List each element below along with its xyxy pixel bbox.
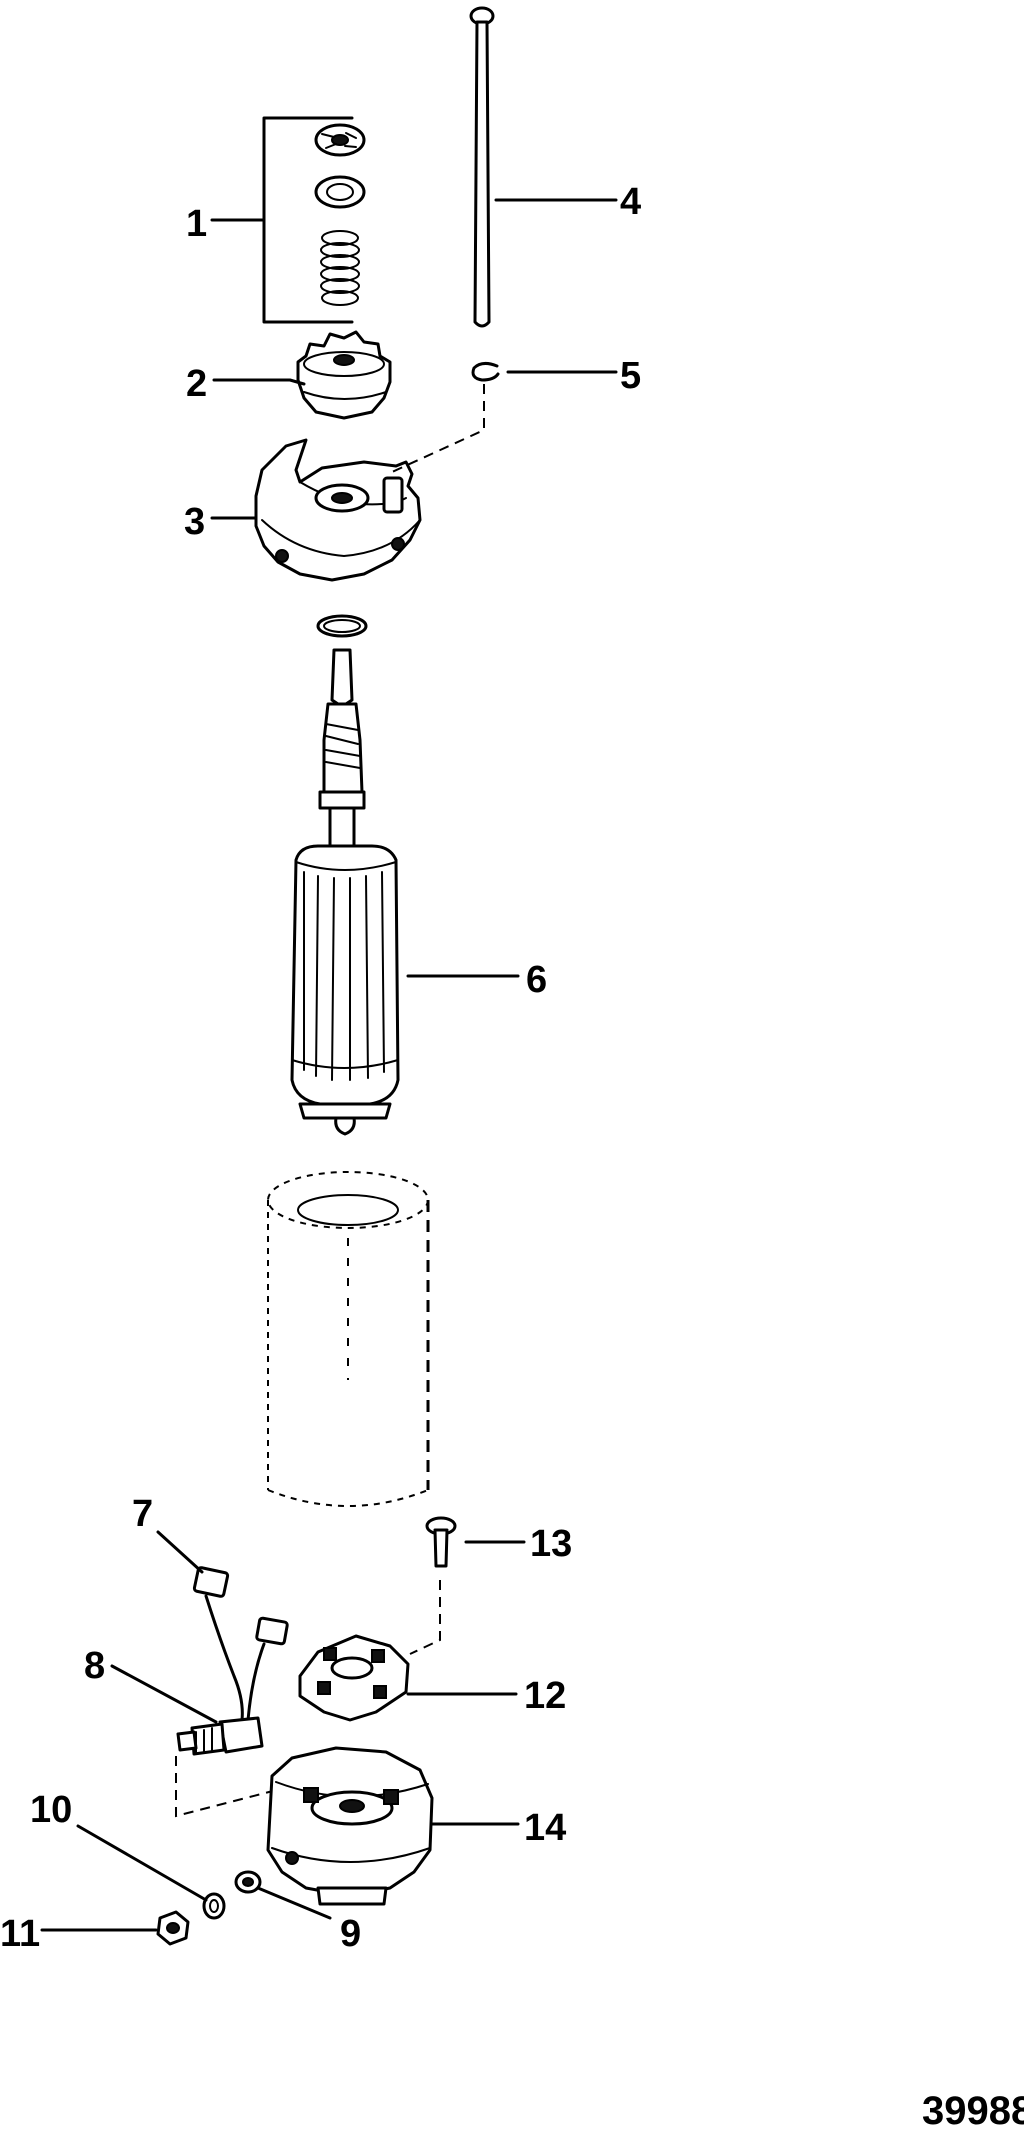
part-13-guide-line (409, 1580, 441, 1655)
callout-13: 13 (530, 1523, 572, 1565)
callout-5: 5 (620, 355, 641, 397)
leader-lines (40, 198, 618, 1932)
part-1-spring (320, 230, 360, 306)
callout-6: 6 (526, 959, 547, 1001)
part-10-lockwasher (202, 1892, 226, 1920)
callout-2: 2 (186, 363, 207, 405)
part-8-terminal (176, 1716, 264, 1756)
leader-2 (212, 378, 306, 386)
part-1-group (262, 116, 366, 324)
part-1-ring (314, 175, 366, 209)
field-housing (267, 1171, 430, 1507)
callout-11: 11 (0, 1913, 40, 1955)
callout-7: 7 (132, 1493, 153, 1535)
parts-7-8-guide-line (175, 1756, 301, 1818)
callout-9: 9 (340, 1913, 361, 1955)
part-2-pinion (296, 330, 392, 420)
part-1-washer (314, 123, 366, 157)
part-5-clip (471, 361, 500, 382)
callout-12: 12 (524, 1675, 566, 1717)
part-6-armature (290, 648, 400, 1136)
part-13-screw (425, 1516, 457, 1568)
callout-4: 4 (620, 181, 641, 223)
part-4-through-bolt (469, 6, 495, 328)
callout-10: 10 (30, 1789, 72, 1831)
part-14-end-cap (266, 1746, 434, 1906)
callout-3: 3 (184, 501, 205, 543)
leader-7 (156, 1530, 204, 1574)
leader-8 (110, 1664, 218, 1724)
part-3-end-housing (254, 438, 422, 582)
callout-8: 8 (84, 1645, 105, 1687)
figure-number: 39988 (922, 2089, 1024, 2133)
part-11-nut (156, 1910, 190, 1946)
part-5-guide-line (391, 384, 485, 473)
part-9-washer (234, 1870, 262, 1894)
leader-9 (256, 1886, 332, 1920)
part-7-brush-lead (192, 1566, 289, 1722)
part-12-brush-holder (298, 1634, 410, 1722)
callout-14: 14 (524, 1807, 566, 1849)
callout-labels: 1 2 3 4 5 6 7 8 9 10 11 12 13 14 (0, 181, 641, 1955)
leader-10 (76, 1824, 208, 1902)
o-ring (316, 614, 368, 638)
callout-1: 1 (186, 203, 207, 245)
